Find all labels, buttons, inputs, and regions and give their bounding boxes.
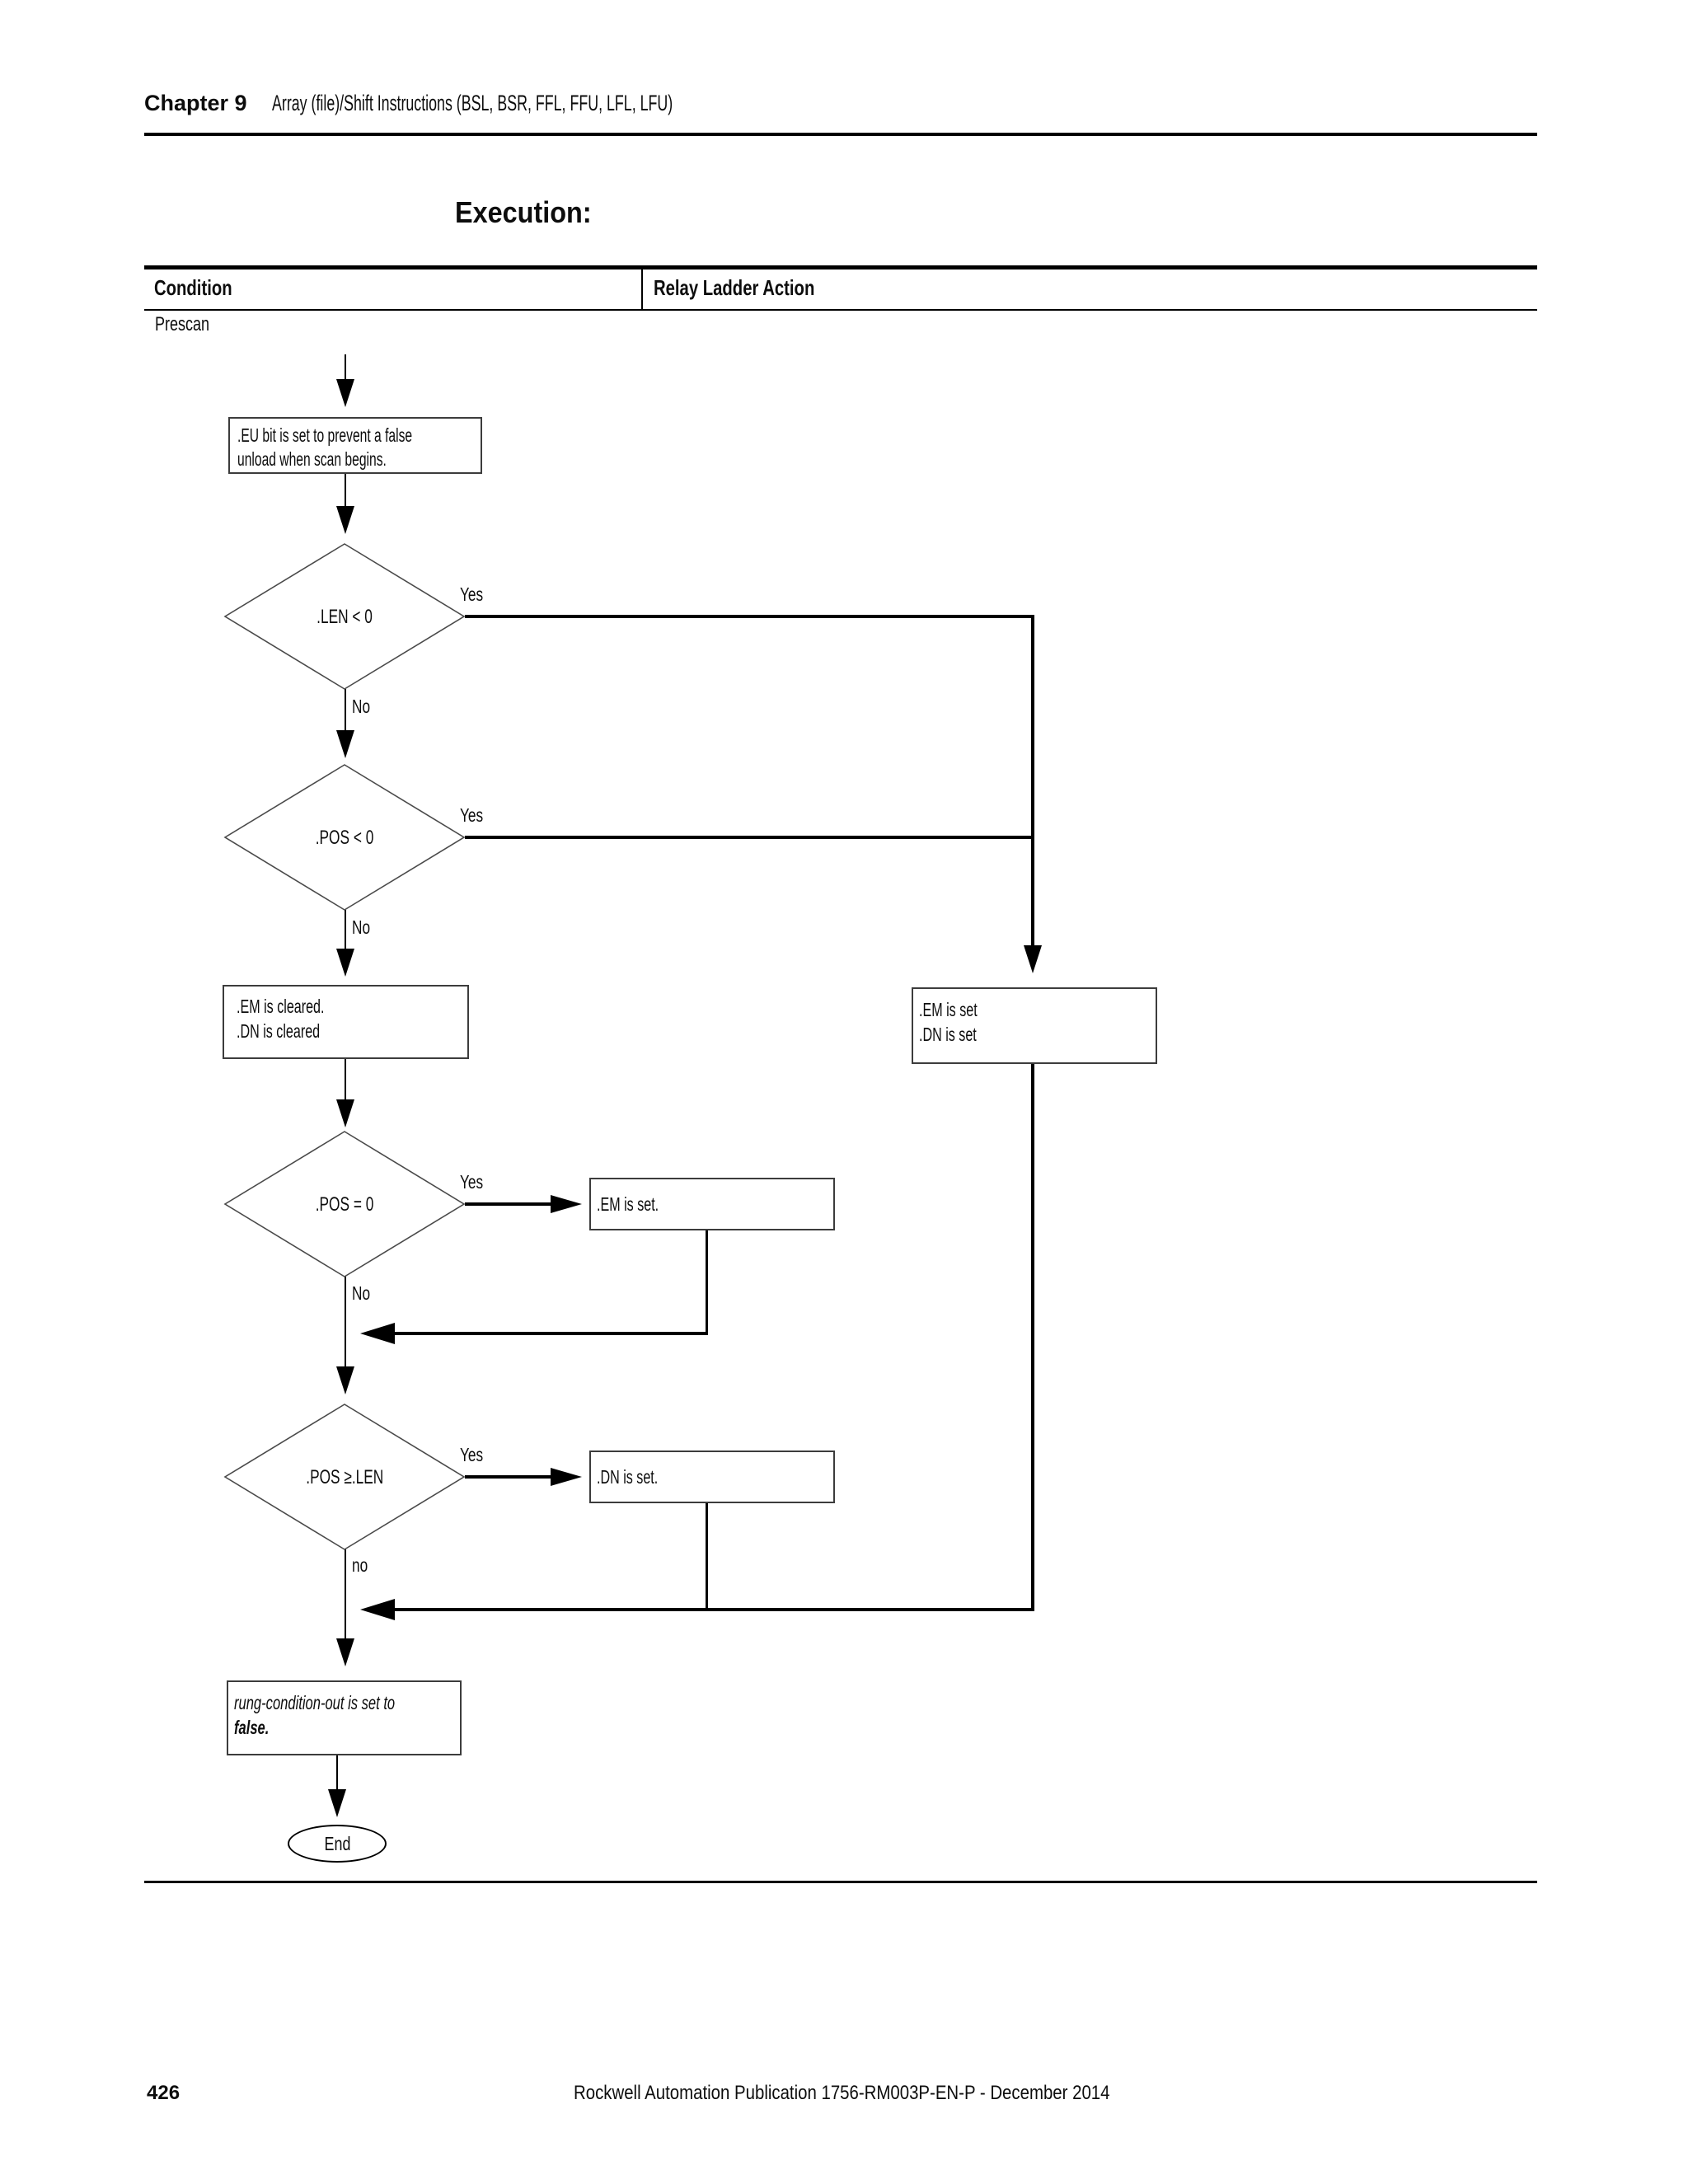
page-number: 426 [147, 2082, 181, 2104]
column-header-relay-ladder-action: Relay Ladder Action [654, 275, 815, 300]
decision-diamond-pos-len [223, 1404, 466, 1550]
arrow-left-icon [360, 1323, 395, 1344]
table-column-divider [641, 265, 643, 311]
decision-diamond-len [223, 543, 466, 690]
flow-line [336, 1755, 338, 1790]
arrow-down-icon [328, 1789, 346, 1817]
no-label: No [352, 916, 371, 938]
table-header-bottom-rule [144, 309, 1537, 311]
box-text-line: unload when scan begins. [237, 448, 387, 470]
diamond-label: .POS ≥.LEN [305, 1466, 383, 1488]
end-label: End [324, 1832, 350, 1854]
arrow-down-icon [336, 1366, 354, 1394]
yes-arrow-shaft [465, 1475, 552, 1479]
process-box-rung-condition-out: rung-condition-out is set to false. [227, 1680, 462, 1755]
arrow-right-icon [551, 1468, 582, 1486]
box-text-line: .DN is set. [597, 1465, 659, 1488]
merge-line [390, 1332, 707, 1335]
no-label: no [352, 1554, 368, 1576]
box-text-line: .EM is cleared. [237, 996, 325, 1017]
diamond-label: .POS = 0 [315, 1193, 374, 1216]
box-text-line: .DN is cleared [237, 1020, 321, 1042]
process-box-em-set: .EM is set. [589, 1178, 835, 1230]
arrow-right-icon [551, 1195, 582, 1213]
flow-line [345, 354, 346, 380]
chapter-label: Chapter 9 [144, 91, 247, 115]
table-top-rule [144, 265, 1537, 269]
no-label: No [352, 1282, 371, 1304]
yes-branch-line-len [465, 615, 1034, 618]
diamond-label: .POS < 0 [315, 827, 374, 849]
box-text-line: .EM is set [919, 999, 978, 1020]
yes-label: Yes [460, 1171, 484, 1193]
end-terminator: End [288, 1825, 387, 1863]
flow-line [345, 474, 346, 507]
yes-arrow-shaft [465, 1202, 552, 1206]
right-return-line [1031, 615, 1034, 947]
box-text-line: false. [234, 1717, 270, 1738]
yes-branch-line-pos [465, 836, 1034, 839]
decision-diamond-pos-neg [223, 764, 466, 911]
decision-diamond-pos-zero [223, 1131, 466, 1277]
flow-line [345, 1277, 346, 1367]
arrow-down-icon [336, 730, 354, 758]
box-text-line: .EM is set. [597, 1193, 659, 1215]
box-text-line: .DN is set [919, 1024, 977, 1045]
arrow-down-icon [336, 1638, 354, 1666]
column-header-condition: Condition [154, 275, 232, 300]
flow-line [345, 1059, 346, 1100]
merge-line [390, 1608, 1034, 1611]
flow-line [345, 1549, 346, 1639]
yes-label: Yes [460, 1444, 484, 1465]
arrow-down-icon [336, 379, 354, 407]
table-bottom-rule [144, 1881, 1537, 1883]
right-return-line [1031, 1064, 1034, 1611]
arrow-down-icon [336, 506, 354, 534]
header-rule [144, 133, 1537, 136]
yes-label: Yes [460, 804, 484, 826]
box-text-line: .EU bit is set to prevent a false [237, 424, 413, 446]
no-label: No [352, 696, 371, 717]
arrow-down-icon [336, 949, 354, 977]
flow-line [345, 910, 346, 949]
drop-line [706, 1503, 708, 1611]
process-box-dn-set: .DN is set. [589, 1451, 835, 1503]
prescan-label: Prescan [155, 313, 210, 335]
arrow-down-icon [1024, 945, 1042, 973]
flow-line [345, 689, 346, 731]
arrow-down-icon [336, 1099, 354, 1127]
chapter-subtitle: Array (file)/Shift Instructions (BSL, BS… [272, 91, 673, 115]
yes-label: Yes [460, 583, 484, 605]
box-text-line: rung-condition-out is set to [234, 1692, 396, 1713]
footer-publication: Rockwell Automation Publication 1756-RM0… [574, 2082, 1110, 2104]
diamond-label: .LEN < 0 [316, 606, 373, 628]
process-box-cleared: .EM is cleared. .DN is cleared [223, 985, 469, 1059]
process-box-eu-bit: .EU bit is set to prevent a false unload… [228, 417, 482, 474]
process-box-set: .EM is set .DN is set [912, 987, 1157, 1064]
drop-line [706, 1230, 708, 1335]
page-title: Execution: [455, 195, 592, 229]
arrow-left-icon [360, 1599, 395, 1620]
